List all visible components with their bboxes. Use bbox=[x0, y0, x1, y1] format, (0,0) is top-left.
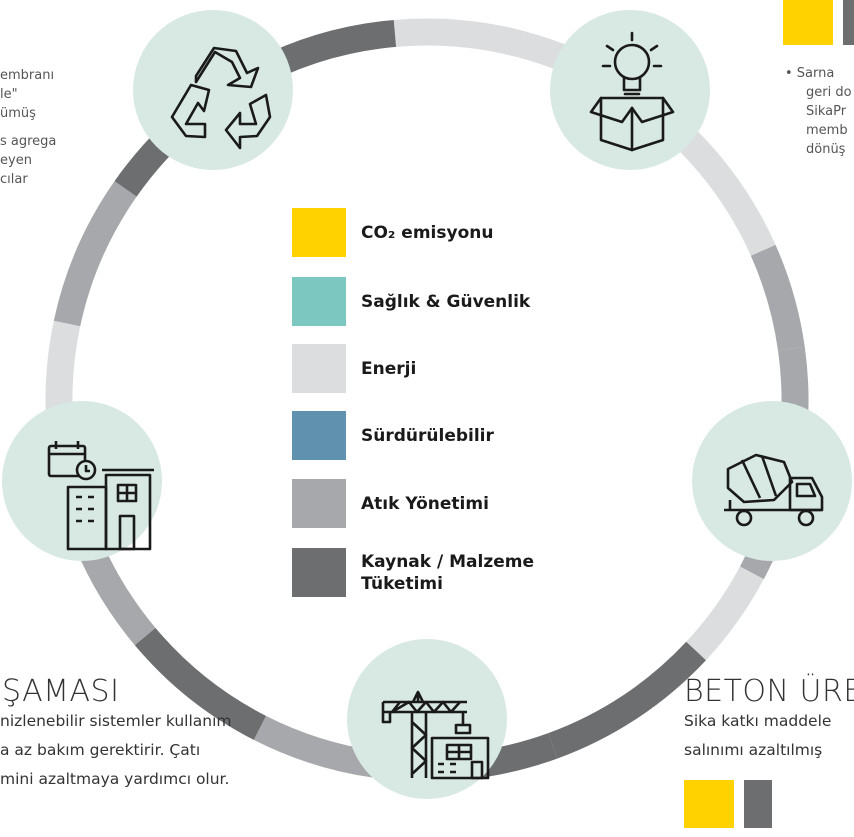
legend-label: Atık Yönetimi bbox=[361, 493, 489, 514]
legend-swatch bbox=[292, 344, 346, 393]
ring-segment bbox=[134, 627, 267, 740]
snippet-line: memb bbox=[806, 123, 848, 138]
concrete-mixer-truck-icon bbox=[724, 453, 824, 527]
legend-swatch bbox=[292, 411, 346, 460]
top-left-text-snippet: embranı le" ümüş s agrega eyen cılar bbox=[0, 66, 56, 189]
bottom-right-line: salınımı azaltılmış bbox=[684, 741, 823, 759]
bottom-left-heading: ŞAMASI bbox=[2, 674, 120, 709]
snippet-line: cılar bbox=[0, 172, 28, 187]
bottom-right-heading: BETON ÜRE bbox=[684, 674, 854, 709]
top-right-text-snippet: • Sarna geri do SikaPr memb dönüş bbox=[785, 64, 852, 159]
legend-item-health: Sağlık & Güvenlik bbox=[292, 277, 530, 326]
legend-swatch bbox=[292, 479, 346, 528]
bottom-right-line: Sika katkı maddele bbox=[684, 712, 832, 730]
legend-swatch bbox=[292, 208, 346, 257]
legend-label: Kaynak / Malzeme Tüketimi bbox=[361, 551, 535, 594]
snippet-line: eyen bbox=[0, 153, 32, 168]
ring-segment bbox=[53, 181, 137, 327]
bottom-left-line: nizlenebilir sistemler kullanım bbox=[0, 712, 232, 730]
snippet-line: SikaPr bbox=[806, 104, 847, 119]
lightbulb-box-icon bbox=[589, 31, 675, 152]
top-right-dark-square bbox=[843, 0, 854, 45]
legend-swatch bbox=[292, 277, 346, 326]
legend-label: Enerji bbox=[361, 358, 417, 379]
ring-segment bbox=[393, 18, 526, 58]
snippet-line: • Sarna bbox=[785, 66, 835, 81]
legend-item-sustainable: Sürdürülebilir bbox=[292, 411, 494, 460]
snippet-line: embranı bbox=[0, 68, 55, 83]
bottom-right-yellow-square bbox=[684, 780, 734, 828]
recycle-icon bbox=[170, 46, 272, 150]
bottom-left-line: a az bakım gerektirir. Çatı bbox=[0, 741, 201, 759]
top-right-yellow-square bbox=[783, 0, 833, 45]
building-calendar-icon bbox=[47, 441, 154, 551]
legend-label: Sağlık & Güvenlik bbox=[361, 291, 531, 312]
legend-item-resource: Kaynak / Malzeme Tüketimi bbox=[292, 548, 561, 597]
legend-item-energy: Enerji bbox=[292, 344, 416, 393]
legend-item-waste: Atık Yönetimi bbox=[292, 479, 489, 528]
snippet-line: dönüş bbox=[806, 142, 846, 157]
bottom-left-line: mini azaltmaya yardımcı olur. bbox=[0, 770, 230, 788]
legend-label: Sürdürülebilir bbox=[361, 425, 494, 446]
snippet-line: ümüş bbox=[0, 106, 36, 121]
ring-segment bbox=[698, 154, 776, 256]
legend-label: CO₂ emisyonu bbox=[361, 222, 494, 243]
node-circle-recycle bbox=[133, 10, 293, 170]
snippet-line: le" bbox=[0, 87, 18, 102]
snippet-line: geri do bbox=[806, 85, 852, 100]
ring-segment bbox=[686, 566, 764, 661]
bottom-right-dark-square bbox=[744, 780, 772, 828]
ring-segment bbox=[750, 244, 805, 351]
node-circle-building bbox=[2, 401, 162, 561]
legend-item-co2: CO₂ emisyonu bbox=[292, 208, 493, 257]
snippet-line bbox=[0, 123, 56, 132]
construction-crane-icon bbox=[381, 690, 490, 780]
legend-swatch bbox=[292, 548, 346, 597]
ring-segment bbox=[548, 641, 706, 759]
snippet-line: s agrega bbox=[0, 134, 57, 149]
